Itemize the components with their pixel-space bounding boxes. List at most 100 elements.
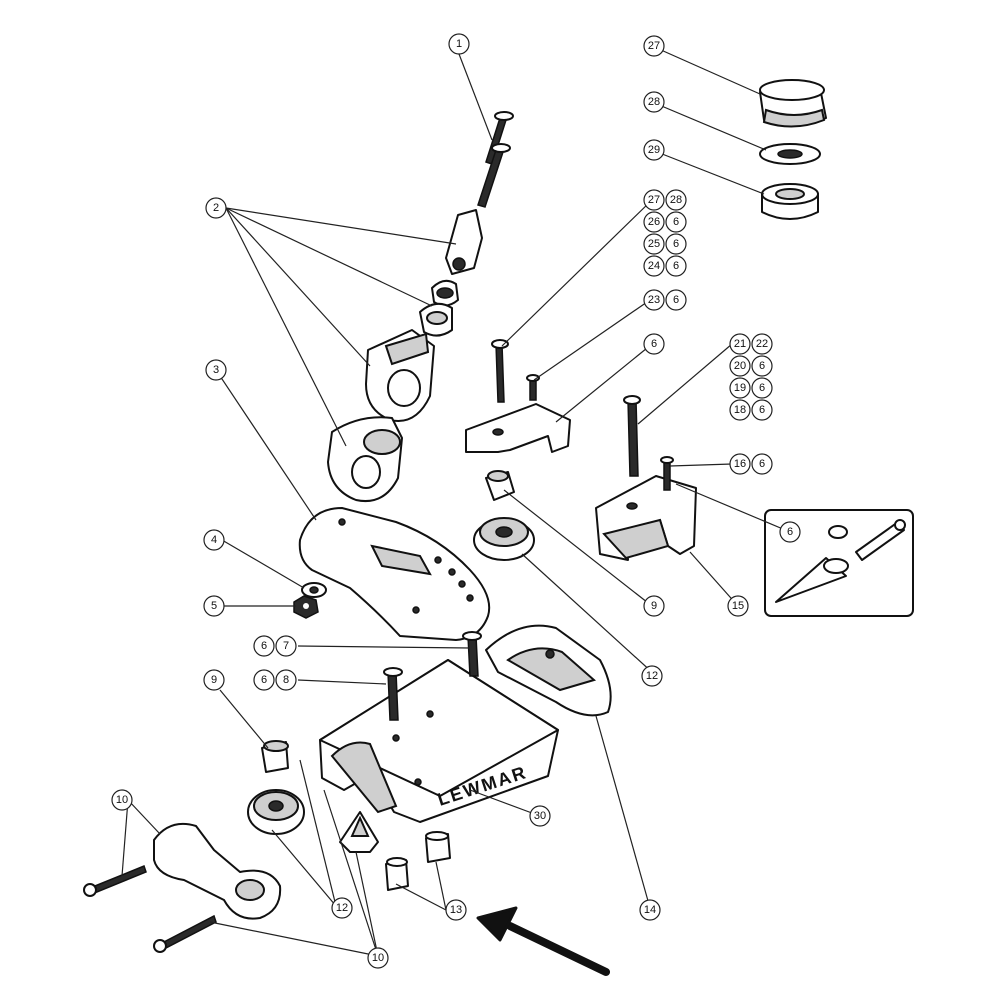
svg-text:27: 27 [648,40,660,52]
callout-6-19: 6 [751,355,773,377]
part-2-shackle-assembly [327,209,483,502]
callout-26: 27 [643,189,665,211]
callout-23: 24 [643,255,665,277]
callout-4: 4 [203,529,225,551]
svg-text:2: 2 [213,202,219,214]
svg-text:6: 6 [759,382,765,394]
svg-text:6: 6 [673,294,679,306]
callout-6-16: 6 [751,453,773,475]
part-4-washer [301,582,327,598]
part-9-bushing-upper [485,470,515,501]
svg-text:18: 18 [734,404,746,416]
svg-text:10: 10 [372,952,384,964]
part-10-end-fitting [83,822,282,953]
part-1-screws [477,111,514,208]
leader-lines [121,45,791,957]
svg-text:6: 6 [673,260,679,272]
svg-text:6: 6 [759,404,765,416]
callout-19: 20 [729,355,751,377]
callout-7: 7 [275,635,297,657]
callout-24: 25 [643,233,665,255]
svg-text:28: 28 [648,96,660,108]
callout-6-inset: 6 [779,521,801,543]
callout-6-b: 6 [253,669,275,691]
svg-text:4: 4 [211,534,217,546]
callout-18: 19 [729,377,751,399]
svg-text:20: 20 [734,360,746,372]
callout-6-26: 28 [665,189,687,211]
part-28-washer [759,143,821,165]
part-12-sheave-upper [473,517,535,561]
svg-text:26: 26 [648,216,660,228]
part-15-side-block [595,395,697,561]
svg-text:1: 1 [456,38,462,50]
callout-6-17: 6 [751,399,773,421]
svg-text:15: 15 [732,600,744,612]
callout-16: 16 [729,453,751,475]
svg-text:12: 12 [336,902,348,914]
part-3-base-plate [298,507,491,641]
svg-text:7: 7 [283,640,289,652]
callout-6-23: 6 [665,255,687,277]
callout-14: 14 [639,899,661,921]
callout-9-lower: 9 [203,669,225,691]
svg-text:28: 28 [670,194,682,206]
callout-25: 26 [643,211,665,233]
part-27-knob [759,79,827,128]
part-12-sheave-lower [247,789,305,835]
callout-6-22: 6 [665,289,687,311]
svg-text:6: 6 [787,526,793,538]
svg-text:30: 30 [534,810,546,822]
callout-8: 8 [275,669,297,691]
svg-text:9: 9 [211,674,217,686]
callout-3: 3 [205,359,227,381]
svg-text:6: 6 [759,458,765,470]
part-14-guard [485,624,612,717]
part-13-spacers [385,831,451,891]
svg-text:14: 14 [644,904,656,916]
part-10-wedge [339,811,379,853]
callout-6-a: 6 [253,635,275,657]
callout-13: 13 [445,899,467,921]
callout-22: 23 [643,289,665,311]
callout-5: 5 [203,595,225,617]
svg-text:16: 16 [734,458,746,470]
svg-text:12: 12 [646,670,658,682]
svg-text:19: 19 [734,382,746,394]
svg-text:6: 6 [261,640,267,652]
svg-text:6: 6 [673,238,679,250]
inset-part-6 [764,509,914,617]
svg-text:5: 5 [211,600,217,612]
svg-text:6: 6 [261,674,267,686]
callout-28: 28 [643,91,665,113]
callout-1: 1 [448,33,470,55]
svg-text:29: 29 [648,144,660,156]
part-9-bushing-lower [261,740,289,773]
pointer-arrow [476,906,610,976]
svg-text:6: 6 [759,360,765,372]
callout-6-25: 6 [665,211,687,233]
callout-6-20: 22 [751,333,773,355]
callout-21: 6 [643,333,665,355]
svg-text:9: 9 [651,600,657,612]
part-21-upper-block [465,339,571,453]
callout-27: 27 [643,35,665,57]
callout-12-lower: 12 [331,897,353,919]
callout-6-18: 6 [751,377,773,399]
svg-text:24: 24 [648,260,660,272]
callout-30: 30 [529,805,551,827]
part-29-bushing [761,183,819,220]
callouts: 1 2 3 4 5 6 7 6 8 9 10 12 10 13 14 30 12… [111,33,801,969]
svg-text:13: 13 [450,904,462,916]
svg-text:6: 6 [673,216,679,228]
callout-29: 29 [643,139,665,161]
callout-17: 18 [729,399,751,421]
callout-6-24: 6 [665,233,687,255]
callout-20: 21 [729,333,751,355]
callout-2: 2 [205,197,227,219]
callout-9-upper: 9 [643,595,665,617]
callout-15: 15 [727,595,749,617]
svg-text:22: 22 [756,338,768,350]
svg-text:21: 21 [734,338,746,350]
